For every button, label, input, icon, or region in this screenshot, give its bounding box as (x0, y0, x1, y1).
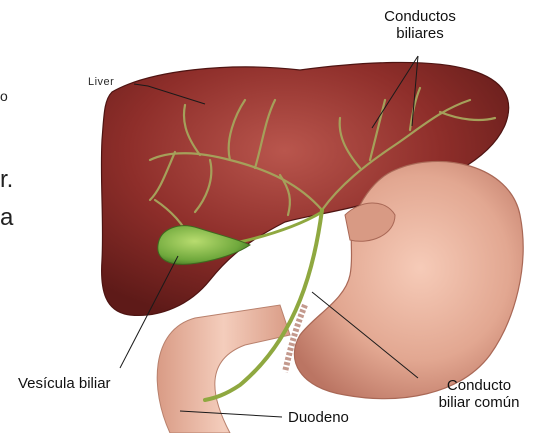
common-bile-duct-label: Conducto biliar común (414, 377, 544, 412)
bile-ducts-label-line1: Conductos (370, 8, 470, 25)
gallbladder-label: Vesícula biliar (18, 375, 111, 392)
liver-label: Liver (88, 76, 114, 88)
common-duct-label-line2: biliar común (414, 394, 544, 411)
common-duct-label-line1: Conducto (414, 377, 544, 394)
duodenum-label: Duodeno (288, 409, 349, 426)
bile-ducts-label-line2: biliares (370, 25, 470, 42)
bile-ducts-label: Conductos biliares (370, 8, 470, 43)
